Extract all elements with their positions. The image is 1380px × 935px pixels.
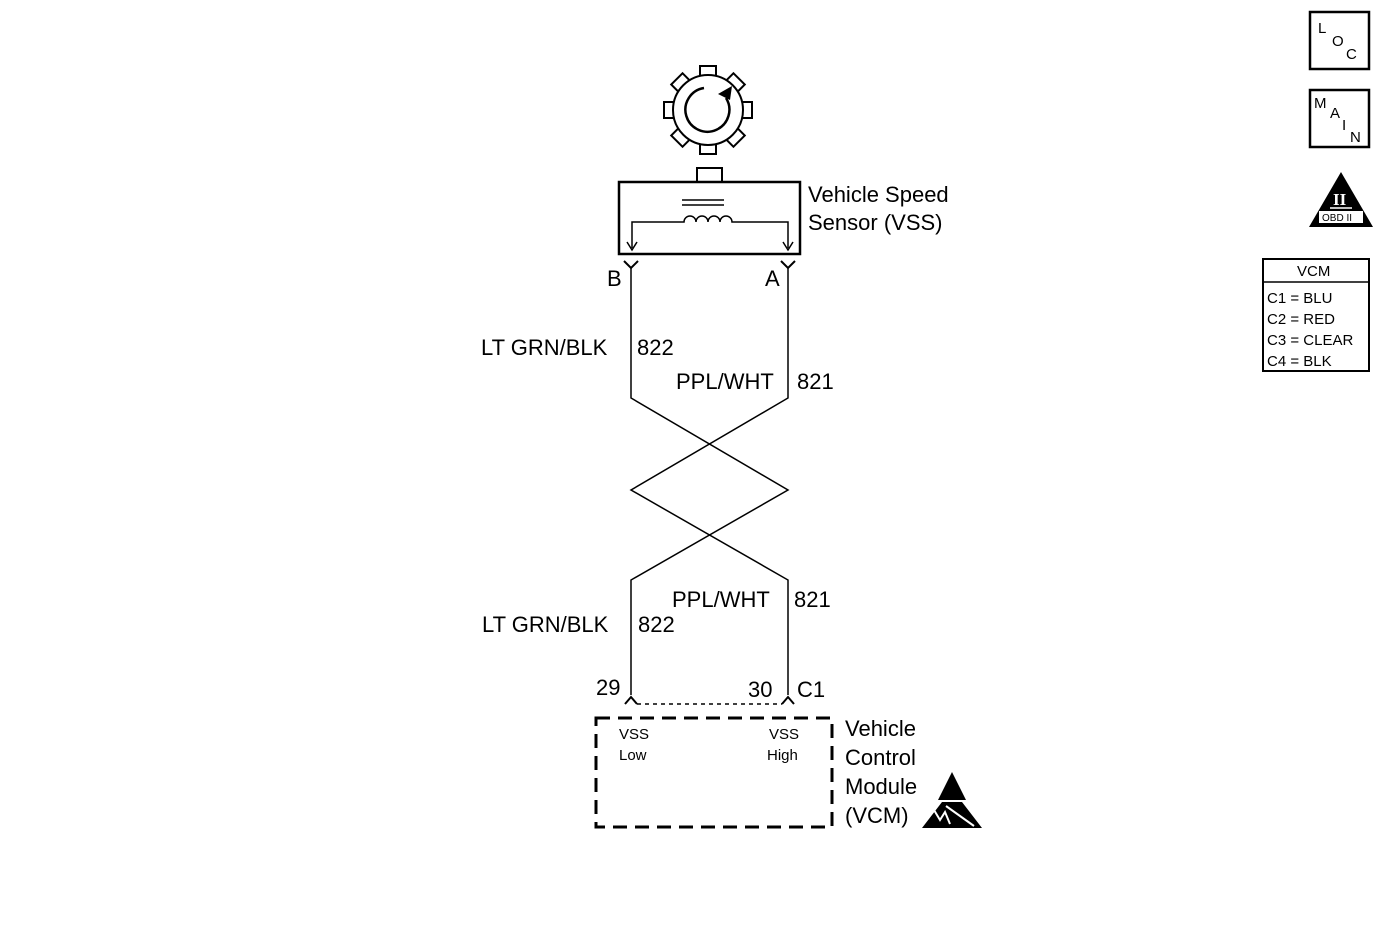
sensor-pin-b: B (607, 266, 622, 291)
module-title-line4: (VCM) (845, 803, 909, 828)
wire-822-circuit-lower: 822 (638, 612, 675, 637)
wire-821-color-upper: PPL/WHT (676, 369, 774, 394)
vcm-connector-c1 (624, 695, 795, 705)
main-letter-a: A (1330, 105, 1340, 122)
wire-822-color-upper: LT GRN/BLK (481, 335, 608, 360)
legend-row-c1: C1 = BLU (1267, 290, 1332, 307)
wire-821-circuit-lower: 821 (794, 587, 831, 612)
vss-low-label-1: VSS (619, 726, 649, 743)
module-title-line1: Vehicle (845, 716, 916, 741)
main-letter-i: I (1342, 117, 1346, 134)
vss-high-label-2: High (767, 747, 798, 764)
wire-821 (629, 268, 789, 695)
sensor-pin-a: A (765, 266, 780, 291)
main-button[interactable]: M A I N (1308, 88, 1371, 149)
reluctor-wheel-icon (663, 65, 753, 155)
loc-letter-o: O (1332, 33, 1344, 50)
obd-numeral: II (1333, 190, 1347, 209)
wire-822-circuit-upper: 822 (637, 335, 674, 360)
connector-pin-29: 29 (596, 675, 620, 700)
vss-low-label-2: Low (619, 747, 647, 764)
module-title-line2: Control (845, 745, 916, 770)
legend-row-c4: C4 = BLK (1267, 353, 1332, 370)
vcm-module-box (594, 716, 834, 829)
wire-821-circuit-upper: 821 (797, 369, 834, 394)
vcm-connector-legend: VCM C1 = BLU C2 = RED C3 = CLEAR C4 = BL… (1262, 258, 1370, 372)
wire-822-color-lower: LT GRN/BLK (482, 612, 609, 637)
vss-high-label-1: VSS (769, 726, 799, 743)
obd-label: OBD II (1322, 213, 1352, 224)
sensor-title-line2: Sensor (VSS) (808, 210, 943, 235)
main-letter-m: M (1314, 95, 1327, 112)
twisted-pair-wires (629, 268, 790, 695)
obd-ii-button[interactable]: II OBD II (1309, 172, 1373, 227)
sensor-tip (696, 167, 723, 183)
main-letter-n: N (1350, 129, 1361, 146)
connector-name: C1 (797, 677, 825, 702)
vehicle-speed-sensor (617, 180, 802, 256)
legend-row-c3: C3 = CLEAR (1267, 332, 1353, 349)
wire-822 (630, 268, 790, 695)
loc-letter-l: L (1318, 20, 1326, 37)
legend-title: VCM (1297, 263, 1330, 280)
sensor-title-line1: Vehicle Speed (808, 182, 949, 207)
module-title-line3: Module (845, 774, 917, 799)
loc-letter-c: C (1346, 46, 1357, 63)
wire-821-color-lower: PPL/WHT (672, 587, 770, 612)
legend-row-c2: C2 = RED (1267, 311, 1335, 328)
esd-warning-icon (922, 772, 982, 828)
loc-button[interactable]: L O C (1308, 10, 1371, 71)
connector-pin-30: 30 (748, 677, 772, 702)
